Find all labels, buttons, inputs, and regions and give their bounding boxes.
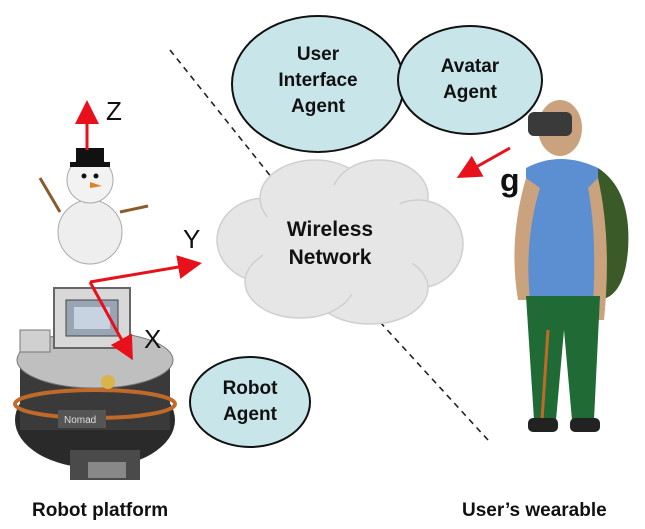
y-axis-label: Y — [183, 224, 201, 254]
user-interface-agent-label: User Interface Agent — [278, 44, 358, 117]
user-wearable-caption: User’s wearable — [462, 500, 607, 521]
robot-agent-label: Robot Agent — [222, 378, 278, 425]
avatar-agent-ellipse — [397, 25, 543, 135]
user-wearable-illustration — [456, 100, 629, 432]
x-axis-label: X — [144, 324, 162, 354]
x-axis-arrow — [88, 281, 133, 361]
svg-text:Nomad: Nomad — [64, 415, 96, 426]
divider-upper — [169, 49, 281, 189]
wireless-cloud — [216, 159, 464, 325]
divider-lower — [379, 321, 489, 441]
gaze-label: g — [500, 162, 520, 198]
wireless-network-label: Wireless Network — [286, 218, 374, 269]
robot-agent-ellipse — [189, 356, 311, 448]
robot-platform-illustration: Nomad — [13, 100, 202, 480]
y-axis-arrow — [89, 255, 202, 284]
gaze-arrow — [456, 146, 511, 178]
z-axis-label: Z — [106, 96, 122, 126]
avatar-agent-label: Avatar Agent — [440, 56, 500, 103]
robot-platform-caption: Robot platform — [32, 500, 169, 521]
